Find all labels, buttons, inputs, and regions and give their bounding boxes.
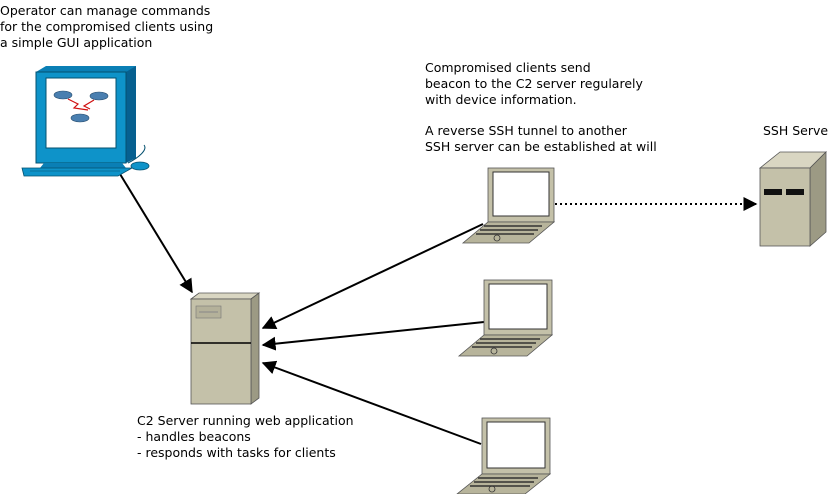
tunnel-note: A reverse SSH tunnel to another SSH serv… [425,123,657,154]
client1-to-c2-arrow [261,223,484,329]
client3-to-c2-arrow [261,360,482,445]
operator-to-c2-arrow [119,173,193,294]
c2-server-icon [189,292,261,405]
compromised-client-laptop-icon [461,167,556,244]
c2-server-note: C2 Server running web application - hand… [137,413,354,460]
beacon-note: Compromised clients send beacon to the C… [425,60,643,107]
ssh-server-icon [758,151,827,247]
ssh-server-label: SSH Server [763,123,829,138]
client2-to-c2-arrow [261,321,485,351]
compromised-client-laptop-icon [456,417,552,494]
operator-workstation-icon [21,66,150,177]
operator-note: Operator can manage commands for the com… [0,3,214,50]
compromised-client-laptop-icon [457,279,554,357]
